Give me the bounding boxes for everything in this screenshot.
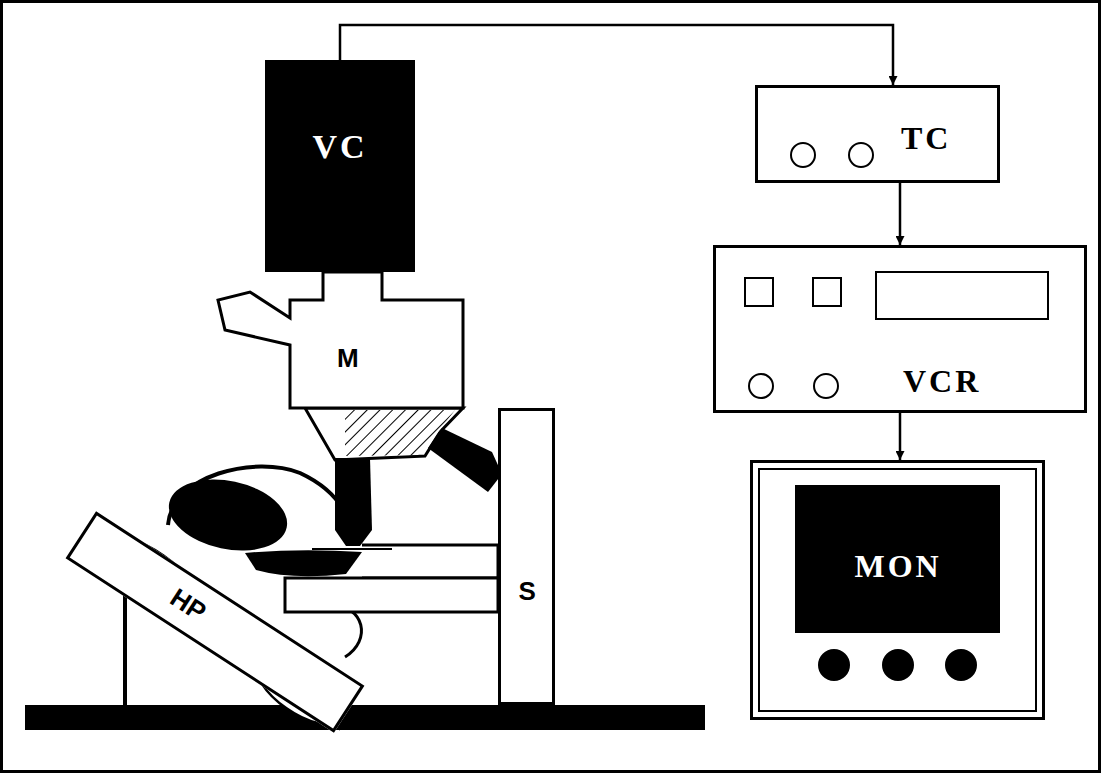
stage-arm bbox=[285, 578, 498, 612]
control-knob bbox=[946, 650, 976, 680]
control-knob bbox=[791, 143, 815, 167]
signal-connector bbox=[899, 183, 902, 245]
part-label: S bbox=[519, 577, 536, 606]
control-knob bbox=[849, 143, 873, 167]
objective-lens bbox=[335, 458, 372, 546]
specimen-holder bbox=[245, 550, 362, 576]
part-label: HP bbox=[165, 583, 211, 627]
node-outline bbox=[758, 88, 1003, 186]
panel-element bbox=[876, 272, 1048, 319]
recorder-box: VCR bbox=[713, 245, 1087, 413]
side-objective bbox=[428, 428, 502, 492]
panel-element bbox=[759, 469, 1036, 711]
bench-base bbox=[25, 705, 705, 730]
signal-connector bbox=[340, 25, 893, 85]
microscope-body: M bbox=[218, 272, 463, 408]
microscope-outline bbox=[218, 272, 463, 408]
control-knob bbox=[814, 374, 838, 398]
node-outline bbox=[218, 272, 463, 408]
slide bbox=[312, 548, 392, 550]
part-label: TC bbox=[901, 121, 951, 156]
monitor: MON bbox=[750, 460, 1045, 720]
part-label: MON bbox=[855, 549, 942, 584]
control-knob bbox=[749, 374, 773, 398]
stand-column: S bbox=[498, 408, 555, 705]
panel-element bbox=[745, 278, 773, 306]
part-label: M bbox=[337, 344, 359, 373]
part-label: VC bbox=[313, 128, 368, 165]
timer-box: TC bbox=[755, 85, 1000, 183]
panel-element bbox=[813, 278, 841, 306]
control-knob bbox=[819, 650, 849, 680]
signal-connector bbox=[899, 413, 902, 460]
node-outline bbox=[753, 463, 1048, 723]
part-label: VCR bbox=[903, 364, 981, 399]
control-knob bbox=[883, 650, 913, 680]
animal-head bbox=[162, 469, 294, 560]
panel-element bbox=[796, 486, 999, 632]
video-camera-box: VC bbox=[265, 60, 415, 272]
